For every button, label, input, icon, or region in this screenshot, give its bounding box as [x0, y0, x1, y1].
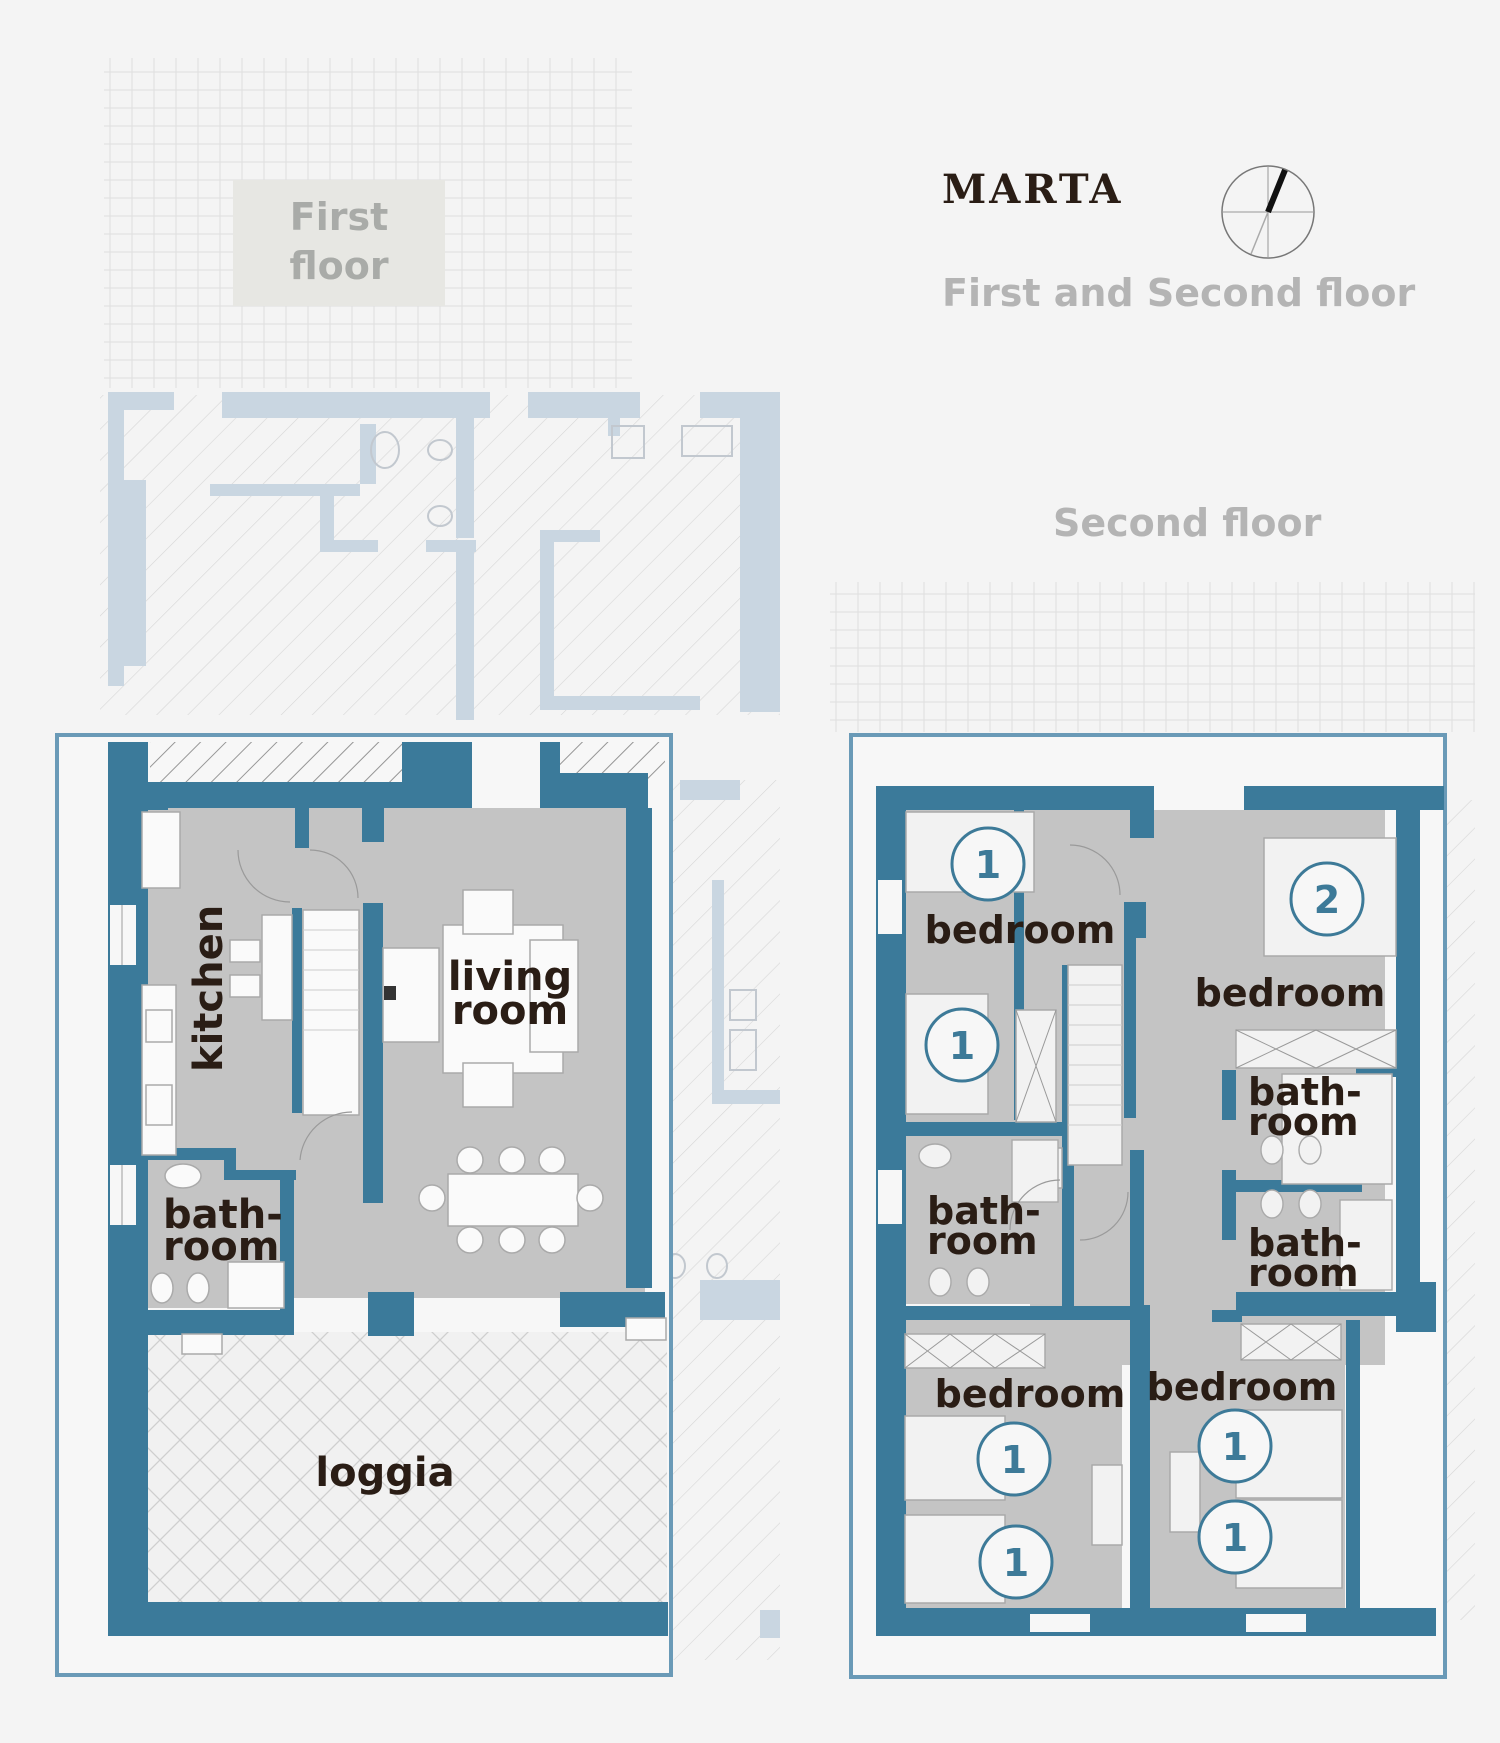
bed-count-1: 1 [975, 843, 1001, 887]
room-label-bathroom-line2: room [163, 1224, 279, 1270]
first-floor-tag-line1: First [290, 195, 389, 239]
room-label-bath-west-line1: bath- [927, 1189, 1041, 1233]
room-label-loggia: loggia [315, 1450, 454, 1496]
bed-count-3: 2 [1314, 878, 1340, 922]
room-label-bedroom-se: bedroom [1147, 1365, 1338, 1409]
bed-count-7: 1 [1222, 1516, 1248, 1560]
room-label-living-line2: room [452, 988, 568, 1034]
bed-count-4: 1 [1001, 1438, 1027, 1482]
bed-count-6: 1 [1222, 1425, 1248, 1469]
room-label-bath-east-bottom-line2: room [1248, 1251, 1359, 1295]
bed-count-2: 1 [949, 1024, 975, 1068]
room-label-bathroom-line1: bath- [163, 1192, 283, 1238]
page-subtitle: First and Second floor [942, 271, 1415, 315]
room-label-living-line1: living [448, 954, 572, 1000]
second-floor-plan: 1 1 2 1 1 1 1 bedroom bedroom bedroom be… [849, 733, 1447, 1679]
page-title: MARTA [942, 166, 1123, 213]
second-floor-heading: Second floor [1053, 501, 1322, 545]
room-label-bath-east-bottom-line1: bath- [1248, 1221, 1362, 1265]
room-label-kitchen: kitchen [186, 905, 232, 1072]
first-floor-plan: kitchen living room bath- room loggia [55, 733, 673, 1677]
room-label-bedroom-sw: bedroom [935, 1372, 1126, 1416]
bed-count-5: 1 [1003, 1541, 1029, 1585]
room-label-bath-east-top-line1: bath- [1248, 1070, 1362, 1114]
room-label-bedroom-nw: bedroom [925, 908, 1116, 952]
room-label-bath-west-line2: room [927, 1219, 1038, 1263]
room-label-bedroom-ne: bedroom [1195, 971, 1386, 1015]
room-label-bath-east-top-line2: room [1248, 1100, 1359, 1144]
first-floor-tag: First floor [233, 180, 445, 306]
first-floor-tag-line2: floor [289, 244, 388, 288]
compass-icon [1221, 165, 1315, 259]
